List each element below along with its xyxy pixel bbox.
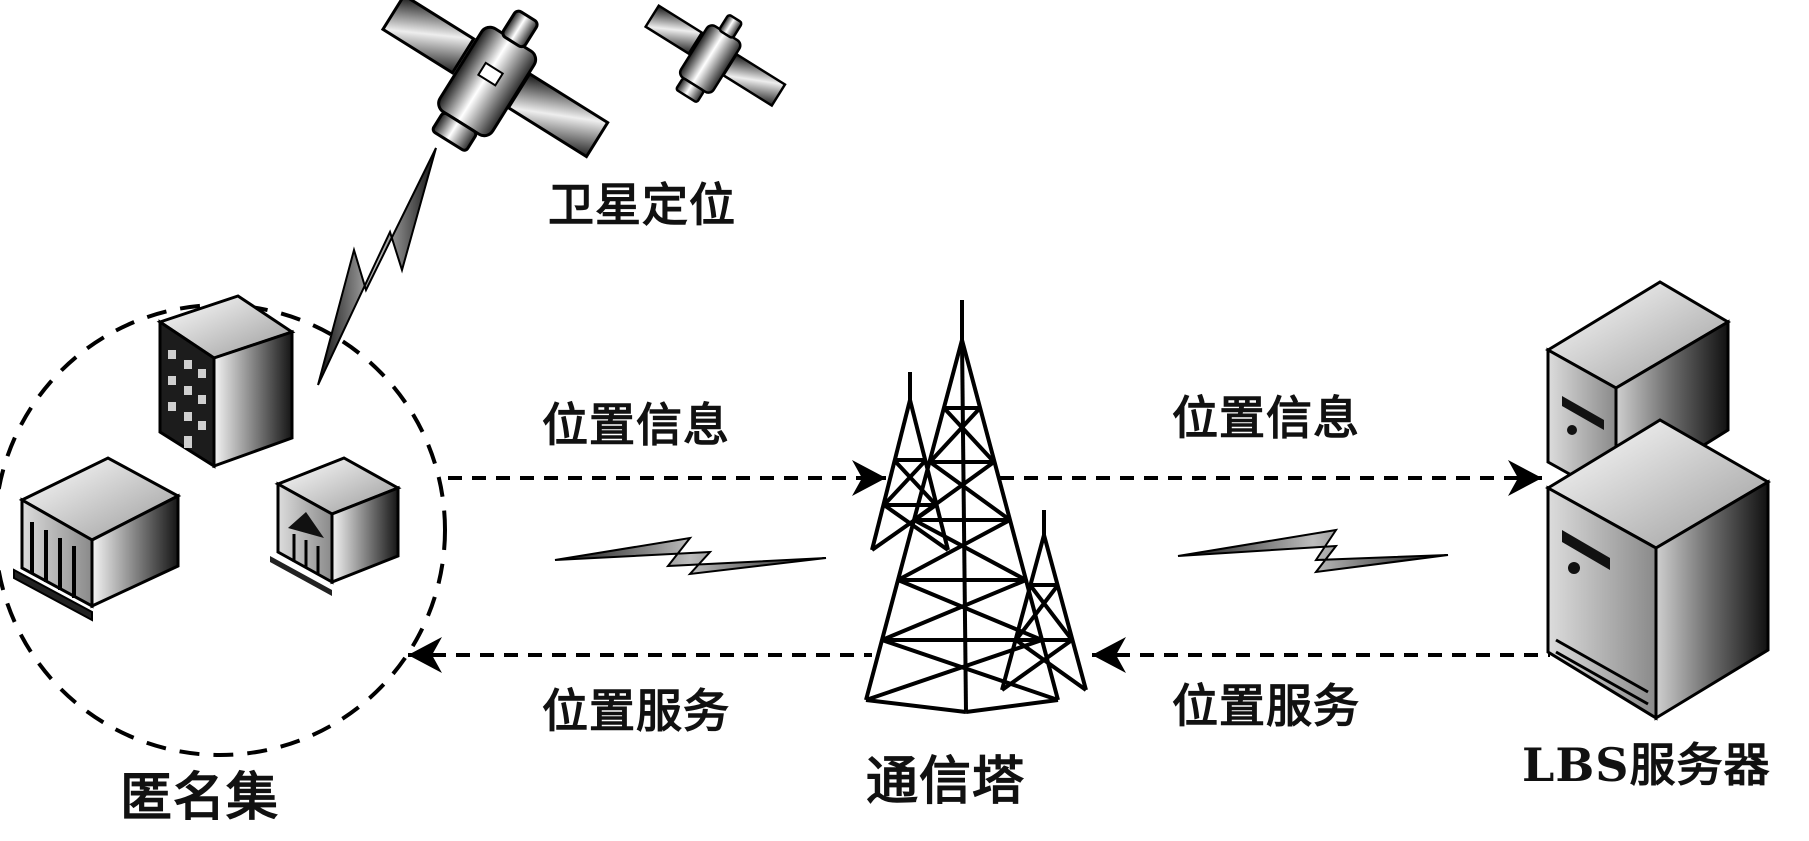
location-info-label-left: 位置信息 <box>542 398 730 452</box>
location-service-label-right: 位置服务 <box>1172 679 1360 733</box>
lbs-server-label: LBS服务器 <box>1522 738 1771 792</box>
satellite-icon <box>643 3 787 108</box>
arrow-location-service-left <box>408 637 872 673</box>
house-icon <box>13 456 182 622</box>
satellite-positioning-label: 卫星定位 <box>548 178 736 232</box>
satellite-icon <box>380 0 610 159</box>
signal-bolt-icon <box>1177 528 1449 574</box>
building-icon <box>156 294 296 469</box>
arrow-location-info-right <box>1000 460 1542 496</box>
signal-bolt-icon <box>554 536 827 576</box>
location-info-label-right: 位置信息 <box>1172 391 1360 445</box>
location-service-label-left: 位置服务 <box>542 684 730 738</box>
arrow-location-info-left <box>448 460 886 496</box>
bank-icon <box>270 456 402 596</box>
server-icon <box>1545 280 1771 721</box>
anonymity-set-label: 匿名集 <box>120 767 280 828</box>
tower-icon <box>864 300 1088 714</box>
tower-label: 通信塔 <box>866 751 1026 812</box>
arrow-location-service-right <box>1092 637 1550 673</box>
signal-bolt-icon <box>317 147 437 386</box>
